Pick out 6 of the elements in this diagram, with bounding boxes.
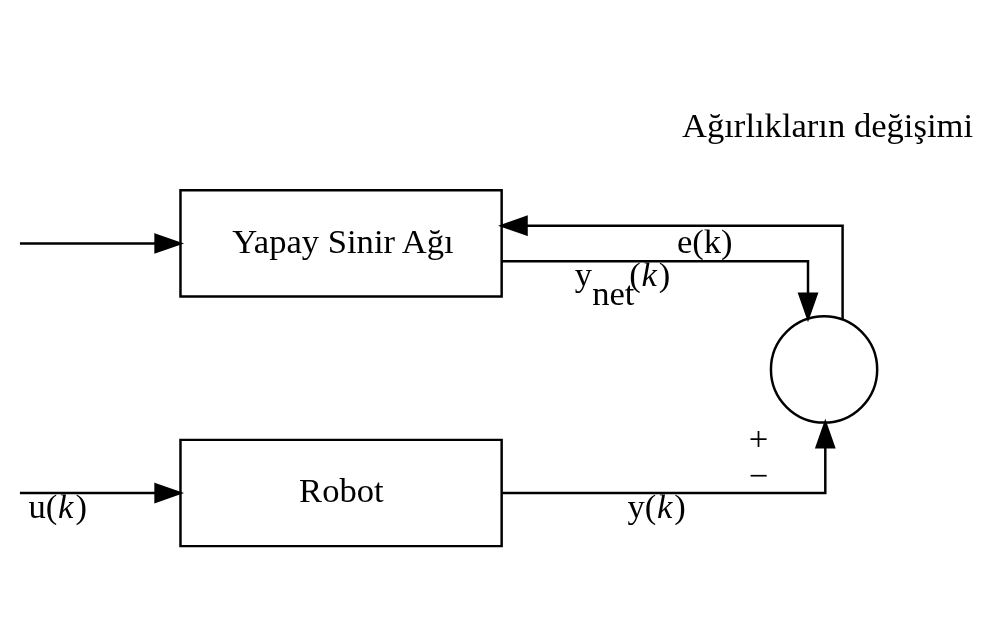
edge-label: y(k) — [627, 486, 686, 525]
edge-label: e(k) — [676, 221, 733, 260]
label: Ağırlıkların değişimi — [682, 104, 974, 143]
node-label: − — [748, 455, 769, 494]
edge-label: u(k) — [28, 486, 87, 525]
node-label: + — [748, 418, 769, 457]
